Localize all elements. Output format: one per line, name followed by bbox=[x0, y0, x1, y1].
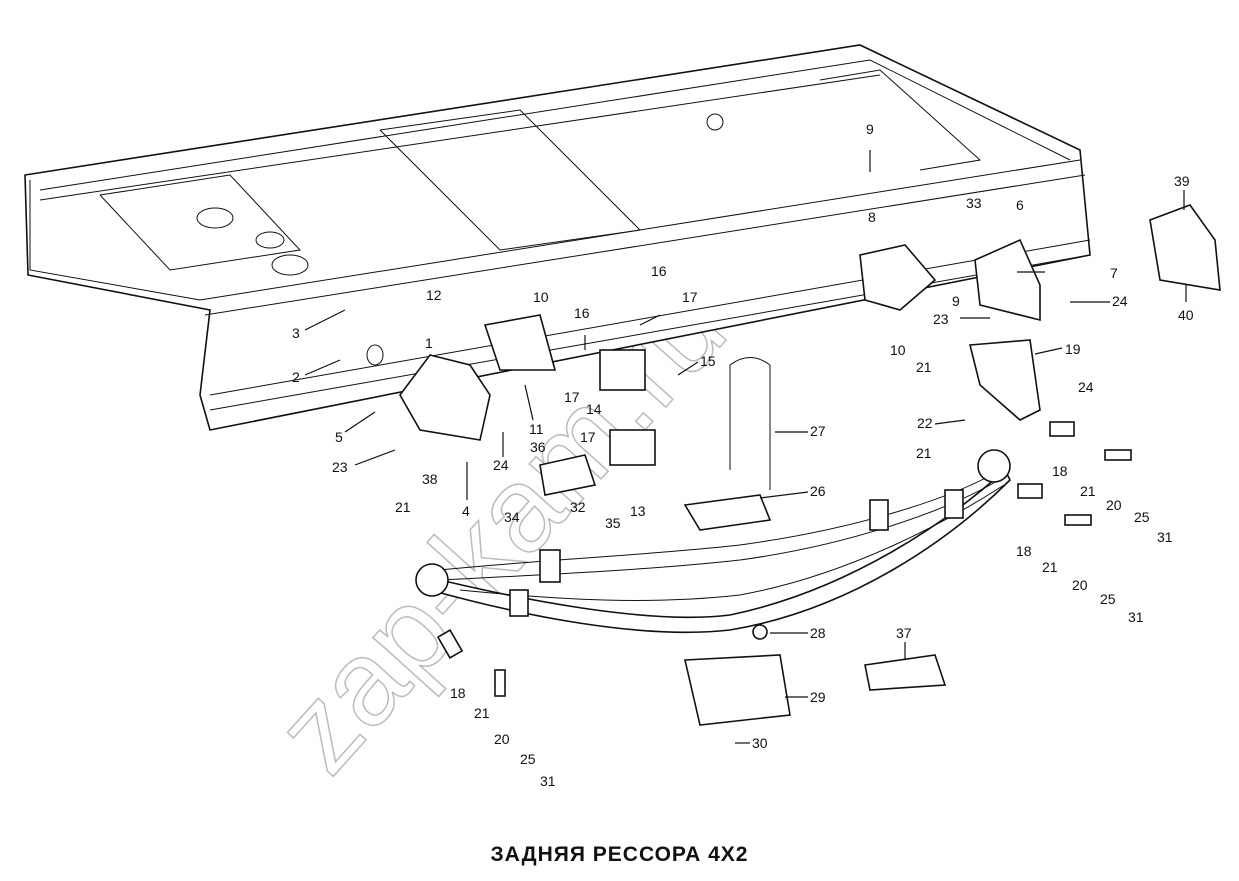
label-39: 39 bbox=[1174, 173, 1190, 189]
label-4: 4 bbox=[462, 503, 470, 519]
label-17a: 17 bbox=[682, 289, 698, 305]
label-8: 8 bbox=[868, 209, 876, 225]
label-34: 34 bbox=[504, 509, 520, 525]
label-9a: 9 bbox=[866, 121, 874, 137]
label-13: 13 bbox=[630, 503, 646, 519]
label-11: 11 bbox=[529, 421, 544, 437]
label-6: 6 bbox=[1016, 197, 1024, 213]
label-30: 30 bbox=[752, 735, 768, 751]
label-28: 28 bbox=[810, 625, 826, 641]
label-17c: 17 bbox=[580, 429, 596, 445]
label-3: 3 bbox=[292, 325, 300, 341]
leaf-spring bbox=[415, 449, 1011, 634]
label-24b: 24 bbox=[1112, 293, 1128, 309]
label-23b: 23 bbox=[933, 311, 949, 327]
label-23a: 23 bbox=[332, 459, 348, 475]
label-9b: 9 bbox=[952, 293, 960, 309]
label-15: 15 bbox=[700, 353, 716, 369]
label-29: 29 bbox=[810, 689, 826, 705]
label-18a: 18 bbox=[1052, 463, 1068, 479]
label-36: 36 bbox=[530, 439, 546, 455]
label-17b: 17 bbox=[564, 389, 580, 405]
label-20b: 20 bbox=[1072, 577, 1088, 593]
label-31a: 31 bbox=[1157, 529, 1173, 545]
label-21d: 21 bbox=[1042, 559, 1058, 575]
label-21e: 21 bbox=[395, 499, 411, 515]
label-16a: 16 bbox=[651, 263, 667, 279]
label-27: 27 bbox=[810, 423, 826, 439]
label-21c: 21 bbox=[1080, 483, 1096, 499]
label-35: 35 bbox=[605, 515, 621, 531]
label-5: 5 bbox=[335, 429, 343, 445]
label-38: 38 bbox=[422, 471, 438, 487]
label-18b: 18 bbox=[1016, 543, 1032, 559]
diagram-caption: ЗАДНЯЯ РЕССОРА 4X2 bbox=[490, 843, 749, 866]
label-21f: 21 bbox=[474, 705, 490, 721]
label-10b: 10 bbox=[890, 342, 906, 358]
label-20a: 20 bbox=[1106, 497, 1122, 513]
label-32: 32 bbox=[570, 499, 586, 515]
label-7: 7 bbox=[1110, 265, 1118, 281]
label-22: 22 bbox=[917, 415, 933, 431]
brackets bbox=[399, 204, 1221, 726]
label-25b: 25 bbox=[1100, 591, 1116, 607]
label-37: 37 bbox=[896, 625, 912, 641]
label-14: 14 bbox=[586, 401, 602, 417]
leader-lines bbox=[304, 150, 1187, 744]
label-19: 19 bbox=[1065, 341, 1081, 357]
label-1: 1 bbox=[425, 335, 433, 351]
label-21a: 21 bbox=[916, 359, 932, 375]
label-21b: 21 bbox=[916, 445, 932, 461]
label-20c: 20 bbox=[494, 731, 510, 747]
label-16b: 16 bbox=[574, 305, 590, 321]
label-25c: 25 bbox=[520, 751, 536, 767]
label-31c: 31 bbox=[540, 773, 556, 789]
label-40: 40 bbox=[1178, 307, 1194, 323]
label-26: 26 bbox=[810, 483, 826, 499]
label-10a: 10 bbox=[533, 289, 549, 305]
part-labels: 1 2 3 4 5 6 7 8 9 9 10 10 11 12 13 14 15… bbox=[292, 121, 1194, 789]
label-18c: 18 bbox=[450, 685, 466, 701]
label-24c: 24 bbox=[1078, 379, 1094, 395]
frame bbox=[24, 44, 1091, 431]
label-25a: 25 bbox=[1134, 509, 1150, 525]
label-12: 12 bbox=[426, 287, 442, 303]
label-33: 33 bbox=[966, 195, 982, 211]
label-2: 2 bbox=[292, 369, 300, 385]
label-24a: 24 bbox=[493, 457, 509, 473]
label-31b: 31 bbox=[1128, 609, 1144, 625]
